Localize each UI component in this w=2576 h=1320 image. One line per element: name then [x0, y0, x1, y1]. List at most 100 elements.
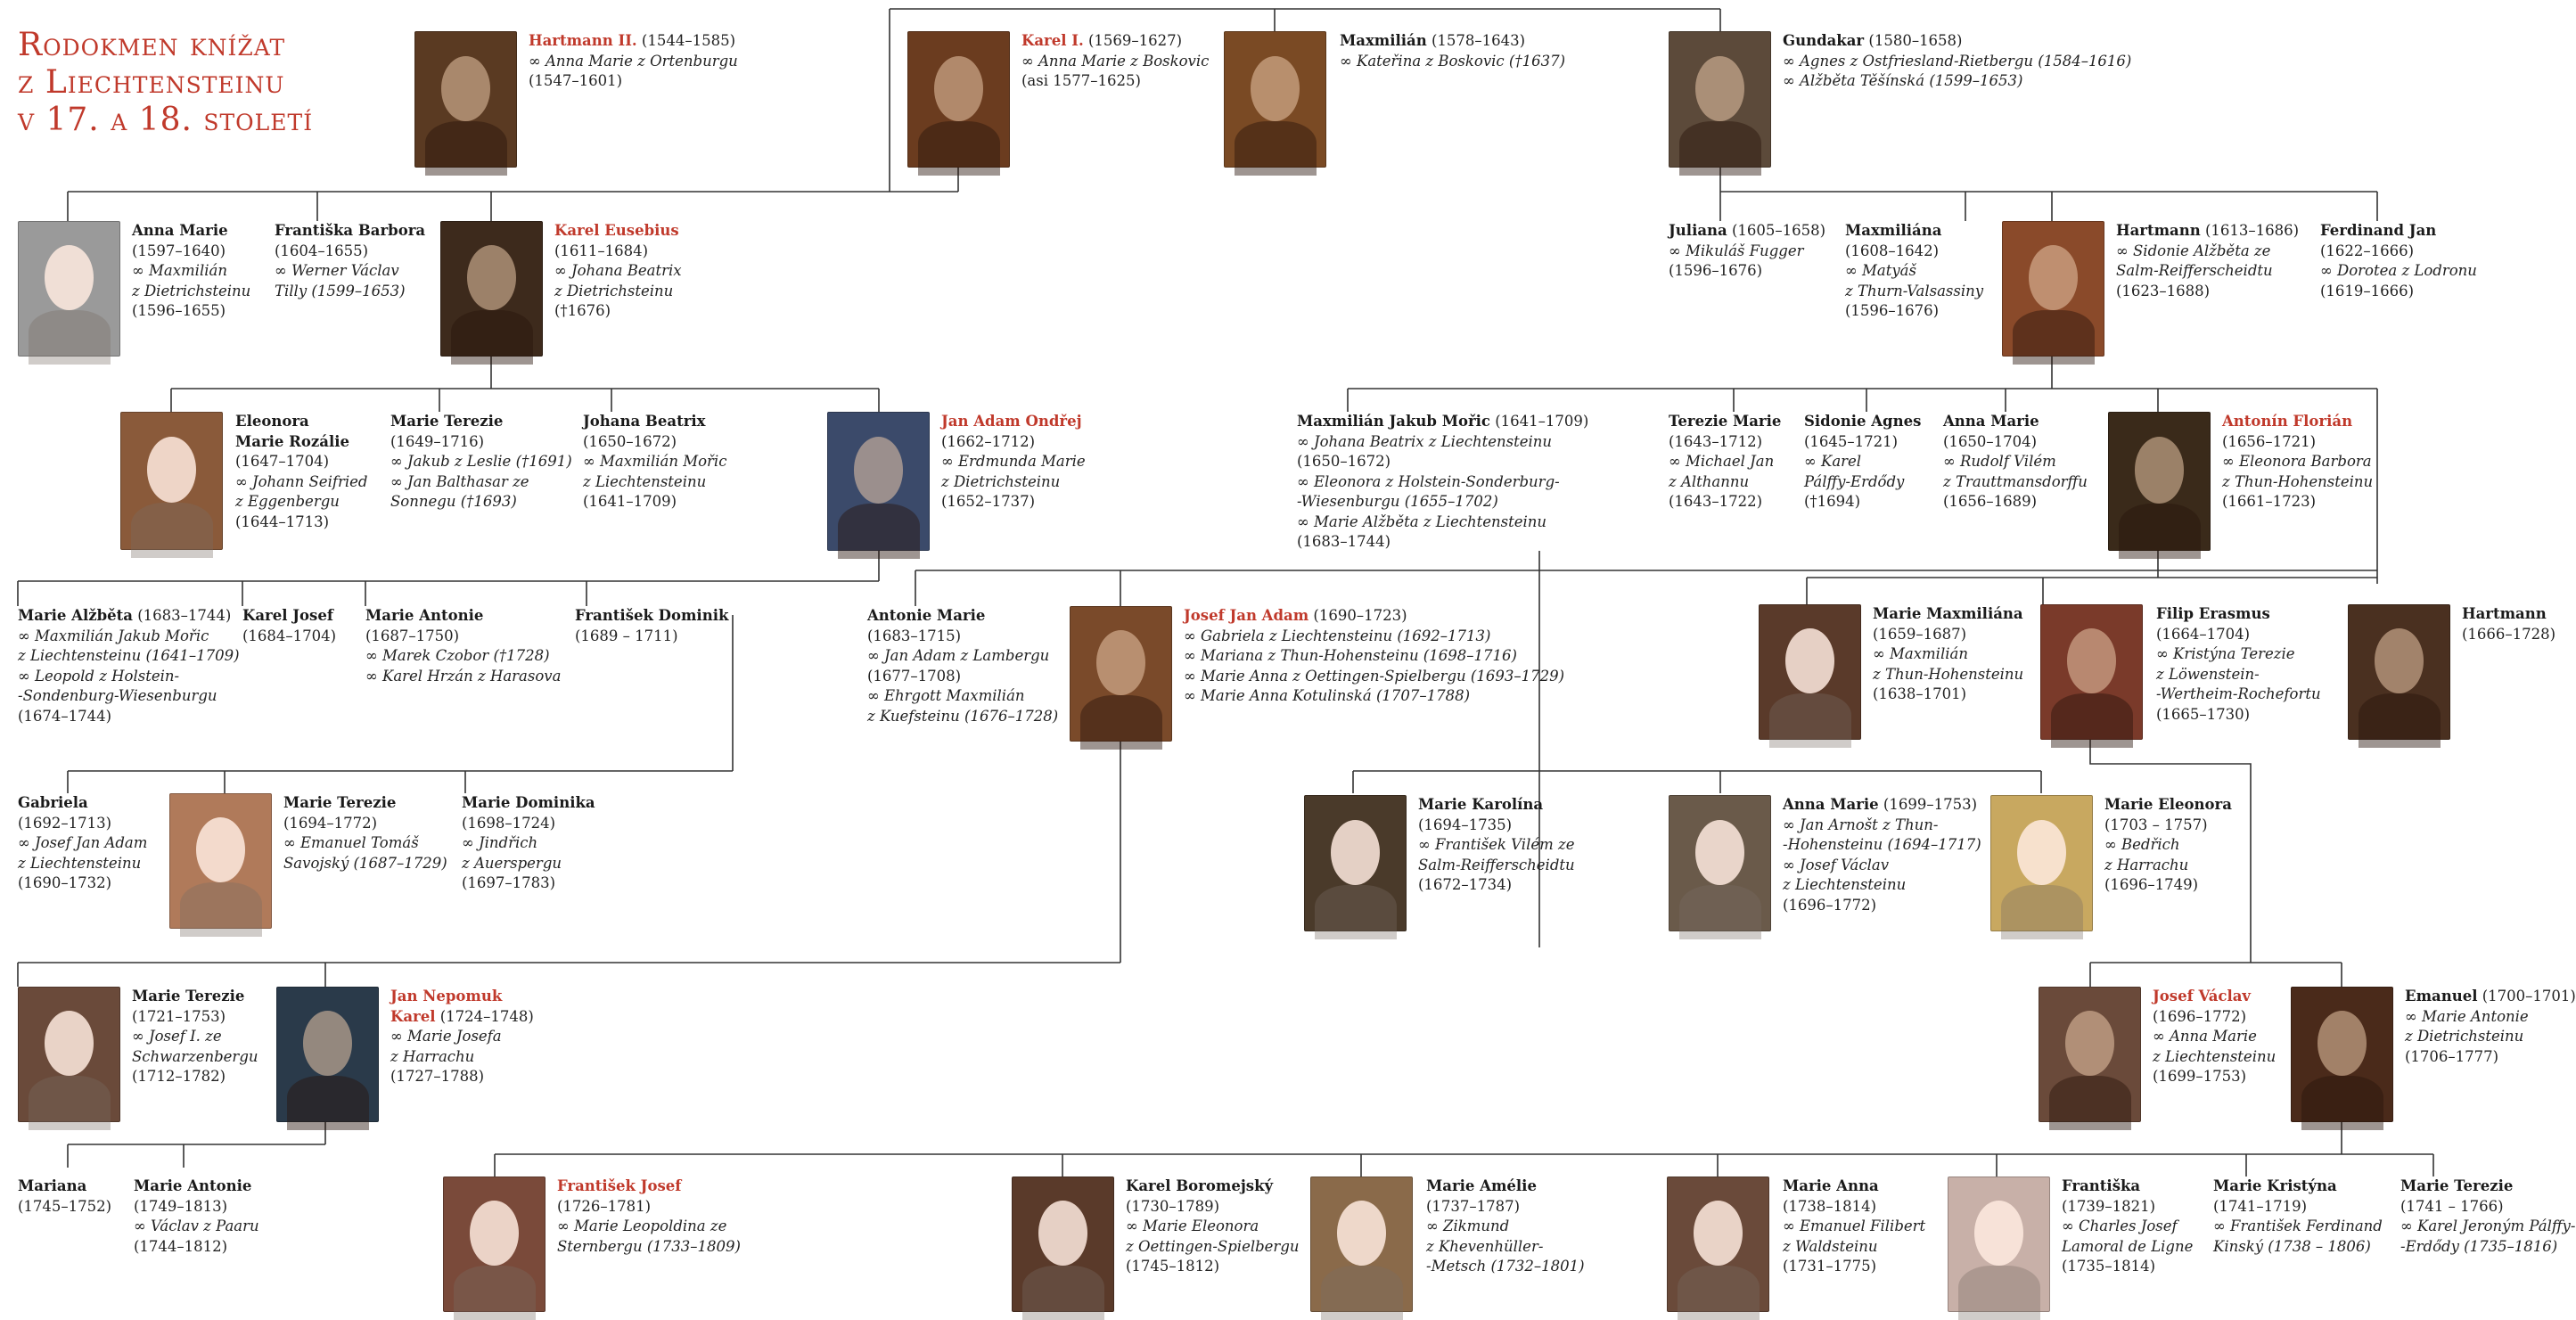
portrait-anna-marie-1699 — [1669, 795, 1771, 940]
person-line: (†1694) — [1804, 493, 1861, 510]
person-line: (1596–1655) — [132, 302, 226, 319]
portrait-jan-adam-ondrej — [827, 412, 930, 560]
person-line: ∞ Bedřich — [2104, 836, 2180, 853]
person-info: Josef Jan Adam (1690–1723)∞ Gabriela z L… — [1184, 606, 1564, 707]
person-info: Karel Boromejský(1730–1789)∞ Marie Eleon… — [1126, 1177, 1300, 1277]
person-line: ∞ Johana Beatrix — [554, 262, 682, 279]
person-line: ∞ Johann Seifried — [235, 472, 368, 490]
person-line: (1745–1752) — [18, 1197, 112, 1215]
person-info: Antonín Florián(1656–1721)∞ Eleonora Bar… — [2222, 412, 2373, 512]
person-name: Marie Terezie — [2400, 1177, 2514, 1194]
person-line: (1726–1781) — [557, 1197, 652, 1215]
person-name: František Josef — [557, 1177, 682, 1194]
person-line: (1608–1642) — [1845, 242, 1940, 259]
person-name: Karel Boromejský — [1126, 1177, 1274, 1194]
person-name: Marie Antonie — [365, 607, 484, 624]
person-line: -Metsch (1732–1801) — [1426, 1258, 1585, 1275]
portrait-marie-amelie — [1310, 1177, 1413, 1320]
title-line-2: z Liechtensteinu — [18, 64, 285, 101]
person-info: Ferdinand Jan(1622–1666)∞ Dorotea z Lodr… — [2320, 221, 2477, 301]
person-name: Marie Antonie — [134, 1177, 252, 1194]
person-info: Hartmann II. (1544–1585)∞ Anna Marie z O… — [529, 31, 738, 92]
person-line: -Sondenburg-Wiesenburgu — [18, 687, 217, 704]
person-line: ∞ Maxmilián — [132, 262, 227, 279]
person-line: z Althannu — [1669, 472, 1750, 490]
person-line: ∞ Václav z Paaru — [134, 1218, 259, 1234]
portrait-josef-vaclav — [2039, 987, 2141, 1131]
person-line: ∞ Maxmilián Mořic — [583, 453, 727, 470]
person-line: ∞ Josef Václav — [1783, 856, 1890, 873]
person-name: Jan Nepomuk — [390, 988, 503, 1004]
person-line: (1662–1712) — [941, 432, 1036, 450]
person-line: (1656–1721) — [2222, 432, 2317, 450]
person-dates: (1690–1723) — [1309, 607, 1407, 624]
person-line: (1741 – 1766) — [2400, 1197, 2504, 1215]
person-line: (1644–1713) — [235, 512, 330, 530]
portrait-anna-marie-1597 — [18, 221, 120, 365]
person-name: Marie Alžběta — [18, 607, 133, 624]
person-line: ∞ Karel Hrzán z Harasova — [365, 667, 562, 685]
person-line: ∞ Emanuel Filibert — [1783, 1218, 1926, 1234]
person-line: (1735–1814) — [2062, 1258, 2156, 1275]
person-name: Karel Eusebius — [554, 222, 679, 239]
person-line: ∞ Marie Antonie — [2405, 1007, 2529, 1025]
person-line: (1687–1750) — [365, 627, 460, 644]
person-line: (†1676) — [554, 302, 611, 319]
person-line: -Hohensteinu (1694–1717) — [1783, 836, 1981, 853]
person-dates: (1700–1701) — [2477, 988, 2576, 1004]
person-name: Anna Marie — [1783, 796, 1879, 813]
person-line: z Liechtensteinu — [583, 472, 707, 490]
person-line: ∞ František Ferdinand — [2213, 1218, 2383, 1234]
person-name: Mariana — [18, 1177, 87, 1194]
person-dates: (1724–1748) — [435, 1007, 534, 1025]
person-line: ∞ Matyáš — [1845, 262, 1916, 279]
person-line: (1596–1676) — [1845, 302, 1940, 319]
person-name: Josef Václav — [2153, 988, 2252, 1004]
portrait-hartmann-1613 — [2002, 221, 2104, 365]
person-line: (1699–1753) — [2153, 1068, 2247, 1085]
person-line: (1647–1704) — [235, 453, 330, 470]
person-line: z Auerspergu — [462, 854, 562, 872]
person-line: (1650–1704) — [1943, 432, 2038, 450]
person-line: ∞ Kristýna Terezie — [2156, 645, 2295, 662]
person-line: ∞ Jan Adam z Lambergu — [867, 647, 1050, 664]
portrait-hartmann-1666 — [2348, 604, 2450, 749]
person-name: Marie Terezie — [283, 794, 397, 811]
person-line: (1697–1783) — [462, 874, 556, 891]
person-line: (1683–1715) — [867, 627, 962, 644]
person-line: ∞ Marie Josefa — [390, 1028, 502, 1045]
person-name: Karel Josef — [242, 607, 333, 624]
person-line: (1706–1777) — [2405, 1047, 2499, 1065]
person-line: ∞ Werner Václav — [275, 262, 399, 279]
person-info: Mariana (1745–1752) — [18, 1177, 111, 1217]
person-line: ∞ Charles Josef — [2062, 1218, 2178, 1234]
person-name: Marie Terezie — [390, 413, 504, 430]
person-name: Terezie Marie — [1669, 413, 1782, 430]
portrait-karel-eusebius — [440, 221, 543, 365]
person-info: Františka Barbora(1604–1655)∞ Werner Vác… — [275, 221, 425, 301]
person-line: (1684–1704) — [242, 627, 337, 644]
person-line: (1690–1732) — [18, 874, 112, 891]
person-name: Emanuel — [2405, 988, 2478, 1004]
person-line: (1604–1655) — [275, 242, 369, 259]
person-line: z Harrachu — [390, 1047, 475, 1065]
person-line: Marie Rozálie — [235, 432, 349, 450]
person-line: ∞ Michael Jan — [1669, 453, 1775, 470]
person-name: Marie Anna — [1783, 1177, 1879, 1194]
person-line: ∞ Leopold z Holstein- — [18, 667, 180, 685]
person-name: Maxmiliána — [1845, 222, 1942, 239]
person-line: z Löwenstein- — [2156, 665, 2260, 683]
portrait-marie-terezie-1721 — [18, 987, 120, 1131]
person-info: Karel Josef (1684–1704) — [242, 606, 336, 646]
portrait-antonin-florian — [2108, 412, 2211, 560]
person-line: ∞ Dorotea z Lodronu — [2320, 262, 2477, 279]
